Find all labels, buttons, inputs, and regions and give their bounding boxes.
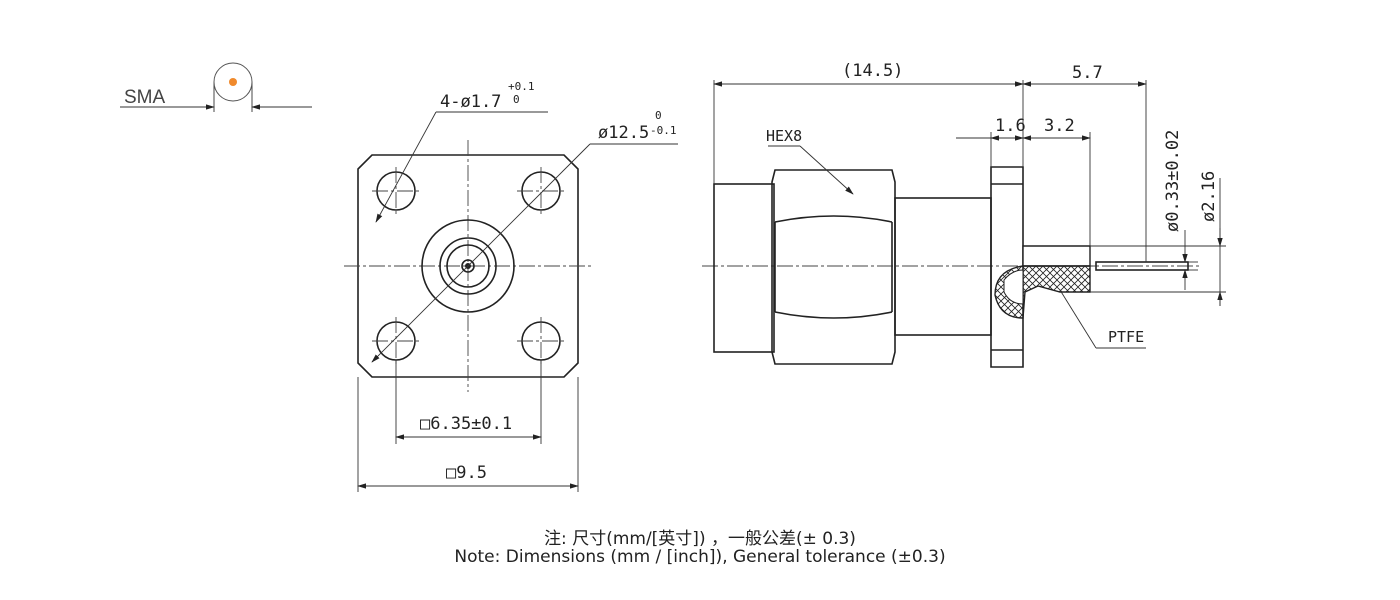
hex-label: HEX8 (766, 127, 802, 145)
hole-callout-upper-tol: +0.1 (508, 80, 535, 93)
sma-pin-dot (229, 78, 237, 86)
hole-callout-lower-tol: 0 (513, 93, 520, 106)
side-view: (14.5) 5.7 1.6 3.2 HEX8 ø0.33±0.02 ø2.16 (702, 61, 1226, 368)
flange-outline (357, 154, 579, 378)
dielectric-length-dimension: 3.2 (1044, 116, 1075, 136)
flange-diameter: ø12.5 (598, 123, 649, 143)
pin-diameter-dimension: ø0.33±0.02 (1163, 130, 1183, 232)
sma-label: SMA (124, 87, 166, 108)
mounting-holes (372, 167, 565, 365)
flange-side (990, 166, 1024, 368)
flange-thickness-dimension: 1.6 (995, 116, 1026, 136)
flange-size-dimension: □9.5 (446, 463, 487, 483)
overall-length-dimension: (14.5) (842, 61, 903, 81)
rear-body (713, 183, 775, 353)
hex-nut (771, 169, 896, 365)
flange-diameter-upper-tol: 0 (655, 109, 662, 122)
front-view: 4-ø1.7 +0.1 0 ø12.5 0 -0.1 □6.35±0.1 □9.… (344, 80, 678, 492)
ptfe-label: PTFE (1108, 328, 1144, 346)
flange-diameter-lower-tol: -0.1 (650, 124, 677, 137)
pin-length-dimension: 5.7 (1072, 63, 1103, 83)
neck (894, 197, 992, 336)
sma-icon: SMA (120, 62, 312, 112)
hole-callout: 4-ø1.7 (440, 92, 501, 112)
hole-spacing-dimension: □6.35±0.1 (420, 414, 512, 434)
ptfe-dielectric (994, 245, 1091, 319)
note-chinese: 注: 尺寸(mm/[英寸]) ，一般公差(± 0.3) (544, 529, 856, 549)
dielectric-diameter-dimension: ø2.16 (1199, 171, 1219, 222)
note-english: Note: Dimensions (mm / [inch]), General … (454, 547, 946, 567)
